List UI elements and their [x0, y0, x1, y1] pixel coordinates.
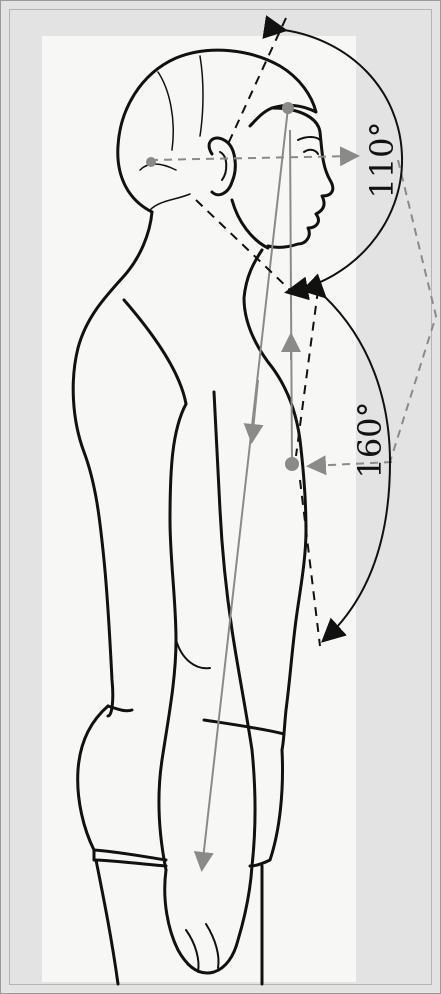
angle-label-160: 160° [351, 401, 389, 478]
chest-dot [285, 457, 299, 471]
callout-zigzag [390, 160, 436, 462]
head-dot [282, 102, 294, 114]
angle-label-110: 110° [363, 121, 401, 198]
ear-dot [146, 157, 156, 167]
